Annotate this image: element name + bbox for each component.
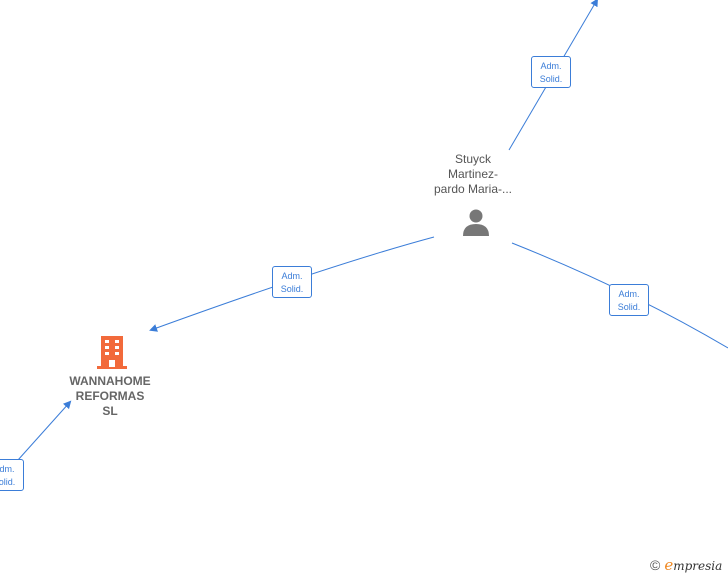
company-label[interactable]: WANNAHOME REFORMAS SL <box>50 374 170 419</box>
edge-label-line: Solid. <box>617 302 641 312</box>
person-label-line: pardo Maria-... <box>433 182 513 196</box>
edge-left-company <box>17 400 72 461</box>
edge-label-line: Solid. <box>280 284 304 294</box>
building-icon[interactable] <box>96 334 128 370</box>
edge-label-line: Adm. <box>618 289 640 299</box>
edge-label-right[interactable]: Adm. Solid. <box>609 284 649 316</box>
brand-e-logo: e <box>664 556 674 574</box>
edge-label-top[interactable]: Adm. Solid. <box>531 56 571 88</box>
company-label-line: REFORMAS <box>75 389 145 403</box>
brand-watermark: ©empresia <box>650 556 722 574</box>
person-label-line: Stuyck <box>454 152 491 166</box>
edge-label-line: Adm. <box>0 464 15 474</box>
company-label-line: SL <box>102 404 118 418</box>
edge-label-person-company[interactable]: Adm. Solid. <box>272 266 312 298</box>
company-label-line: WANNAHOME <box>69 374 151 388</box>
edge-label-line: Solid. <box>539 74 563 84</box>
edge-label-line: Adm. <box>540 61 562 71</box>
copyright-icon: © <box>650 557 661 573</box>
edge-label-bottom-left[interactable]: Adm. Solid. <box>0 459 24 491</box>
person-label[interactable]: Stuyck Martinez- pardo Maria-... <box>413 152 533 197</box>
edge-label-line: Solid. <box>0 477 16 487</box>
person-label-line: Martinez- <box>447 167 498 181</box>
brand-name: mpresia <box>673 559 723 573</box>
edge-label-line: Adm. <box>281 271 303 281</box>
person-icon[interactable] <box>461 207 491 237</box>
